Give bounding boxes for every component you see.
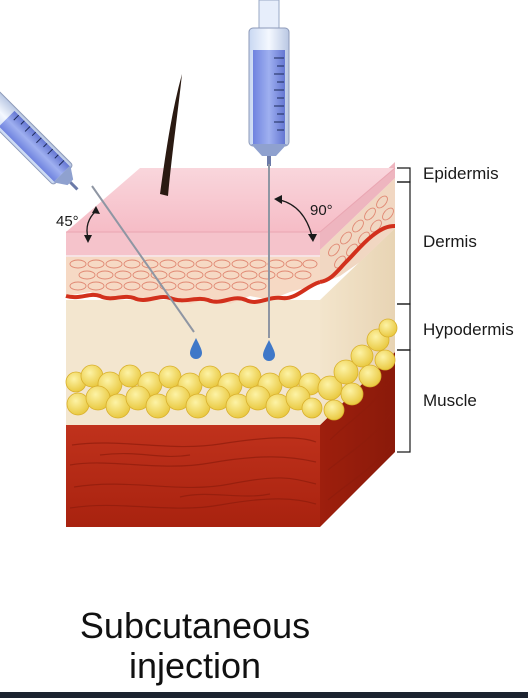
angle-arc-right-head-bottom <box>308 234 317 242</box>
drop-left <box>190 338 202 359</box>
muscle-side-face <box>320 352 395 527</box>
muscle-front-face <box>66 425 320 527</box>
angle-label-right: 90° <box>310 202 333 219</box>
layer-brackets <box>397 167 411 453</box>
muscle-fibers <box>69 379 393 509</box>
bracket-epidermis <box>397 167 411 183</box>
label-hypodermis: Hypodermis <box>423 320 514 339</box>
title-line-1: Subcutaneous <box>79 605 311 646</box>
skin-top-surface <box>66 168 395 232</box>
angle-arc-left-head-top <box>92 206 100 214</box>
bracket-dermis <box>397 181 411 305</box>
needle-left <box>91 185 195 333</box>
bottom-bar <box>0 692 528 698</box>
syringe-right <box>248 0 290 166</box>
title-line-2: injection <box>128 645 262 686</box>
angle-arc-right-head-top <box>274 195 282 204</box>
diagram-title: Subcutaneous injection <box>0 606 390 686</box>
dermis-side-cells <box>328 195 394 269</box>
epidermis-front <box>66 232 320 256</box>
dermis-cells <box>69 259 318 291</box>
dermis-boundary <box>65 280 321 304</box>
angle-label-left: 45° <box>56 213 79 230</box>
syringe-left <box>0 88 79 191</box>
label-dermis: Dermis <box>423 232 477 251</box>
angle-arc-left-head-bottom <box>84 235 92 243</box>
label-muscle: Muscle <box>423 391 477 410</box>
drop-right <box>263 340 275 361</box>
angle-arc-right <box>279 199 313 237</box>
hair <box>160 74 182 196</box>
bracket-hypodermis <box>397 303 411 351</box>
fat-globules <box>65 318 398 421</box>
dermis-side-boundary <box>319 224 396 284</box>
bracket-muscle <box>397 349 411 453</box>
label-epidermis: Epidermis <box>423 164 499 183</box>
